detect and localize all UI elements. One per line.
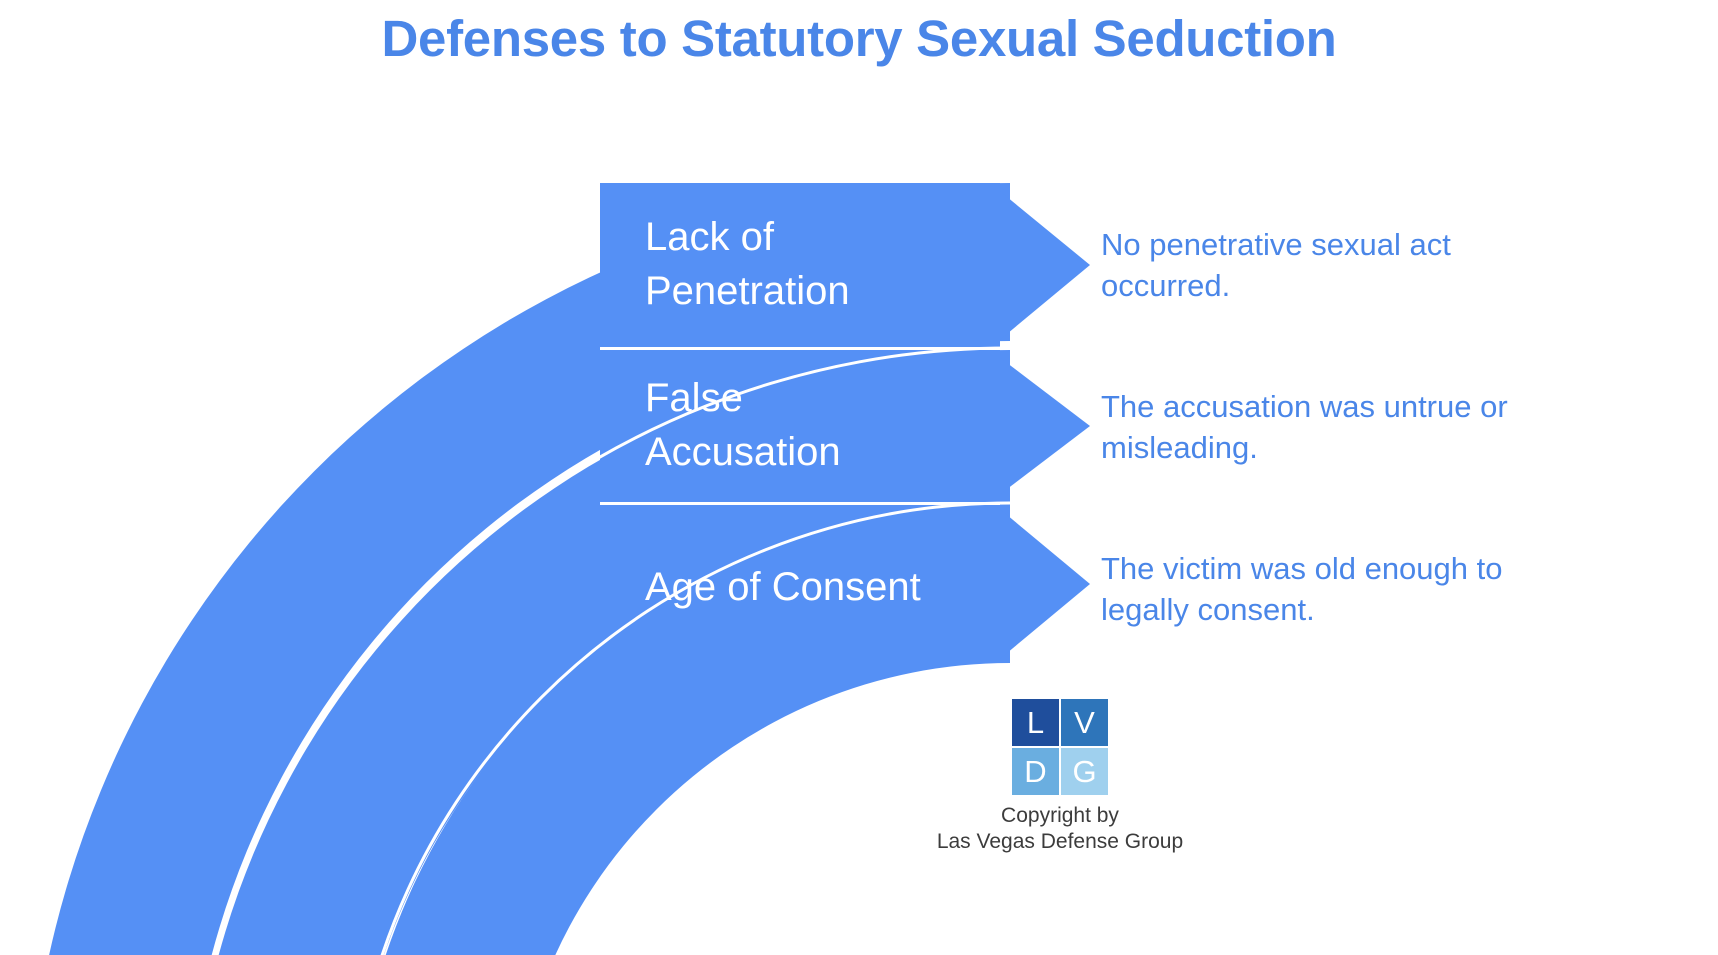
band-label-age-of-consent: Age of Consent	[645, 565, 921, 609]
band-3-body[interactable]	[600, 505, 1000, 663]
lvdg-logo-icon: L V D G	[1012, 699, 1108, 795]
page-title: Defenses to Statutory Sexual Seduction	[381, 10, 1337, 67]
logo-cell-v: V	[1061, 699, 1108, 746]
description-false-accusation: The accusation was untrue or misleading.	[1101, 389, 1508, 465]
divider-2	[380, 501, 1011, 955]
band-label-lack-of-penetration: Lack of Penetration	[645, 215, 850, 313]
description-lack-of-penetration: No penetrative sexual act occurred.	[1101, 227, 1451, 303]
band-1-body[interactable]	[600, 183, 1000, 348]
logo-cell-g: G	[1061, 748, 1108, 795]
description-age-of-consent: The victim was old enough to legally con…	[1101, 551, 1503, 627]
logo-block: L V D G Copyright by Las Vegas Defense G…	[935, 699, 1185, 855]
divider-1	[212, 346, 1011, 955]
logo-cell-d: D	[1012, 748, 1059, 795]
bands-clean-layer	[0, 120, 1718, 955]
logo-cell-l: L	[1012, 699, 1059, 746]
band-label-false-accusation: False Accusation	[645, 376, 841, 474]
copyright-text: Copyright by Las Vegas Defense Group	[936, 804, 1184, 853]
